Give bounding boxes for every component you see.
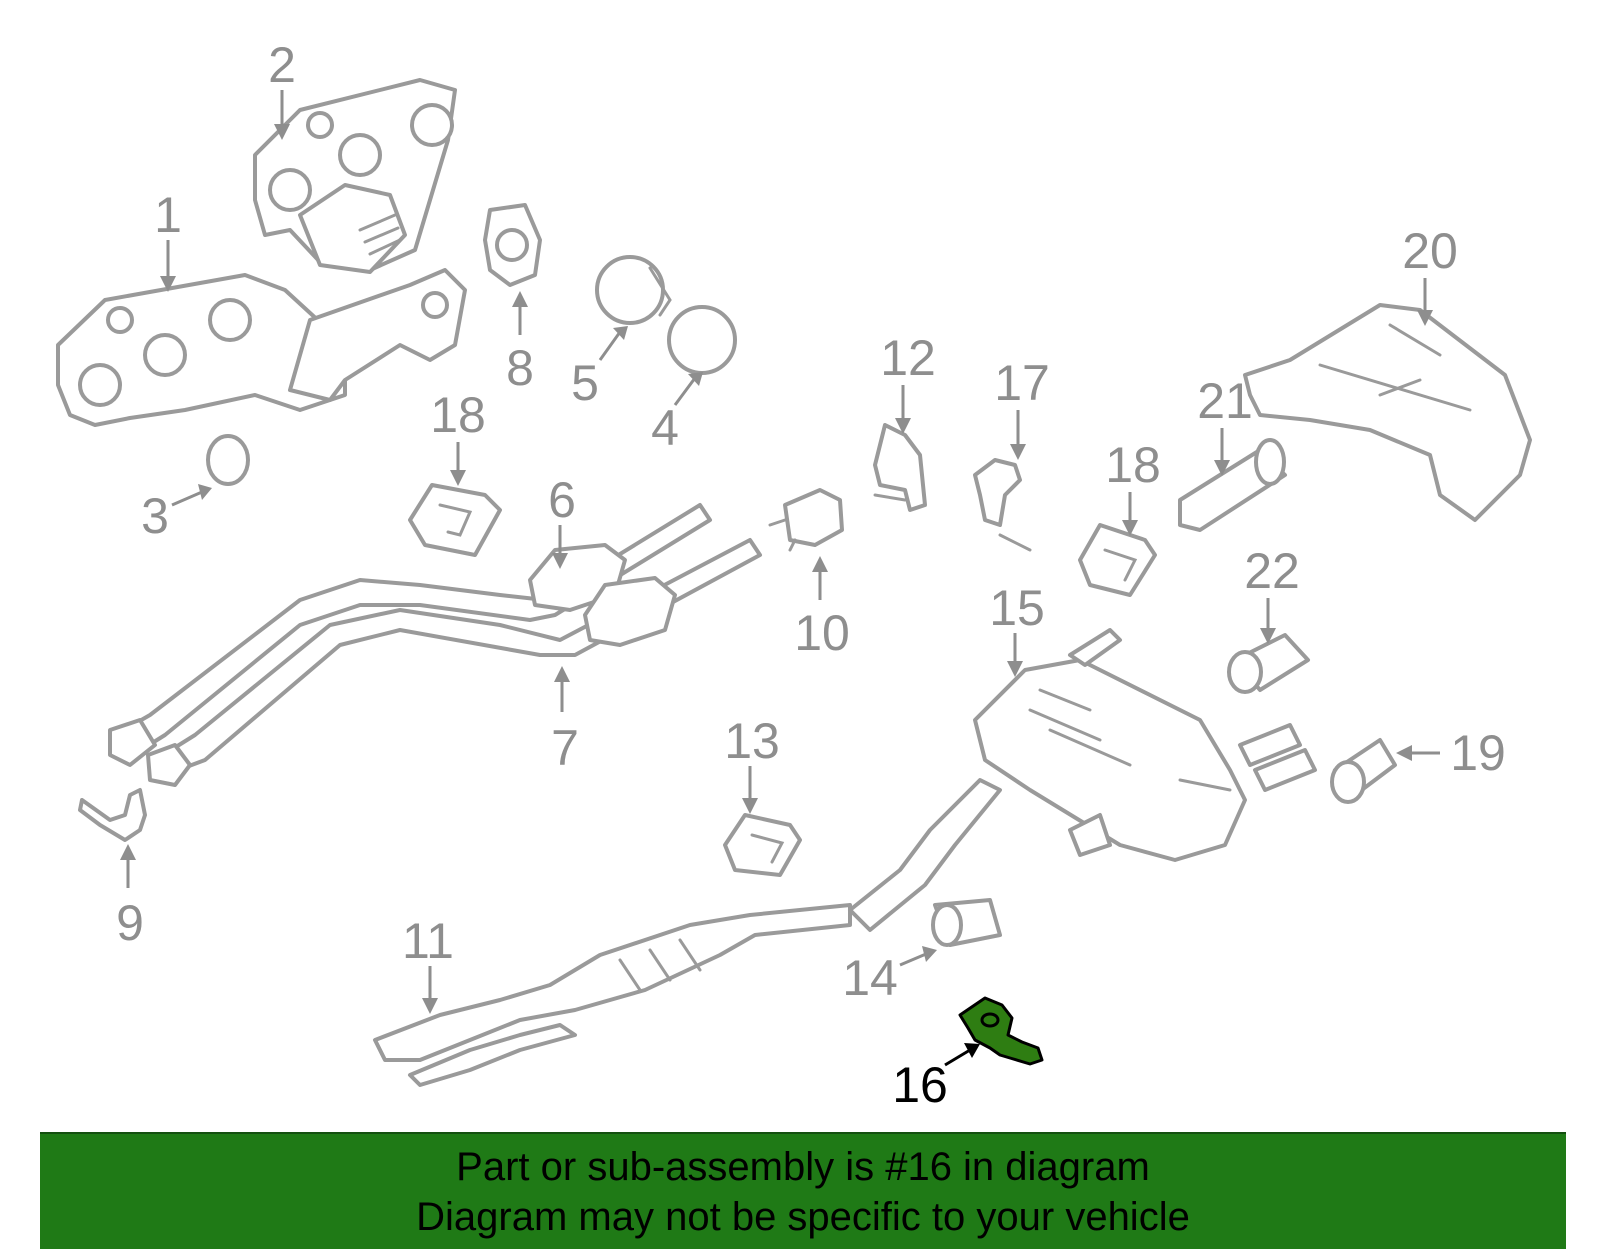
callout-label: 20	[1402, 223, 1458, 279]
callout-label: 5	[571, 355, 599, 411]
part-2-exhaust-manifold	[253, 78, 457, 274]
callout-label: 18	[1105, 437, 1161, 493]
callout-label: 6	[548, 472, 576, 528]
callout-label: 12	[880, 330, 936, 386]
part-22-clamp	[1227, 633, 1310, 694]
callout-label: 19	[1450, 725, 1506, 781]
callout-label: 4	[651, 400, 679, 456]
callout-label: 3	[141, 488, 169, 544]
part-19-sleeve	[1330, 738, 1397, 804]
callout-20: 20	[1402, 223, 1458, 326]
part-1-exhaust-manifold	[56, 268, 467, 427]
callout-label: 13	[724, 713, 780, 769]
part-21-tail-pipe	[1178, 438, 1287, 532]
callout-6: 6	[548, 472, 576, 569]
callout-4: 4	[651, 372, 703, 456]
part-6-catalytic-converter	[528, 543, 677, 647]
callout-11: 11	[402, 913, 454, 1014]
callout-2: 2	[268, 37, 296, 140]
part-4-cap	[667, 305, 737, 375]
part-11-center-muffler	[373, 778, 1002, 1087]
callout-label: 7	[551, 720, 579, 776]
callout-label: 8	[506, 340, 534, 396]
callout-label: 1	[154, 187, 182, 243]
info-banner: Part or sub-assembly is #16 in diagram D…	[40, 1132, 1566, 1249]
callout-13: 13	[724, 713, 780, 814]
callout-label: 11	[402, 913, 454, 969]
part-5-cap	[595, 255, 672, 325]
part-17-bracket	[973, 458, 1032, 552]
banner-disclaimer: Diagram may not be specific to your vehi…	[416, 1194, 1190, 1239]
callout-15: 15	[989, 580, 1045, 677]
callout-3: 3	[141, 484, 212, 544]
callout-label: 10	[794, 605, 850, 661]
callout-label: 15	[989, 580, 1045, 636]
callout-5: 5	[571, 326, 628, 411]
banner-part-note: Part or sub-assembly is #16 in diagram	[456, 1144, 1150, 1189]
callout-label: 18	[430, 387, 486, 443]
callout-label: 9	[116, 895, 144, 951]
callout-19: 19	[1396, 725, 1506, 781]
callout-16-active: 16	[892, 1043, 980, 1113]
callout-8: 8	[506, 291, 534, 396]
callout-22: 22	[1244, 543, 1300, 644]
callout-17: 17	[994, 355, 1050, 460]
part-14-clamp	[931, 898, 1002, 947]
part-10-sensor	[768, 488, 844, 552]
part-18-rubber-hanger-right	[1078, 523, 1157, 597]
callout-1: 1	[154, 187, 182, 292]
part-8-flange-gasket	[483, 203, 542, 287]
part-18-rubber-hanger-left	[408, 483, 502, 557]
callout-label: 21	[1197, 373, 1253, 429]
part-13-rubber-hanger	[723, 813, 802, 877]
callout-10: 10	[794, 556, 850, 661]
callout-label: 16	[892, 1057, 948, 1113]
callout-14: 14	[842, 946, 937, 1006]
part-12-bracket	[873, 423, 927, 512]
callout-12: 12	[880, 330, 936, 434]
callout-label: 22	[1244, 543, 1300, 599]
part-7-front-pipe	[108, 503, 762, 787]
callout-label: 14	[842, 950, 898, 1006]
part-3-gasket-ring	[206, 434, 250, 486]
part-9-bracket	[78, 788, 147, 842]
part-16-highlighted-bracket	[958, 996, 1044, 1066]
callout-label: 17	[994, 355, 1050, 411]
callout-9: 9	[116, 844, 144, 951]
callout-18-right: 18	[1105, 437, 1161, 536]
callout-18-left: 18	[430, 387, 486, 486]
callout-label: 2	[268, 37, 296, 93]
part-15-rear-muffler	[973, 628, 1317, 862]
callout-21: 21	[1197, 373, 1253, 476]
part-20-heat-shield	[1243, 303, 1532, 522]
callout-7: 7	[551, 666, 579, 776]
